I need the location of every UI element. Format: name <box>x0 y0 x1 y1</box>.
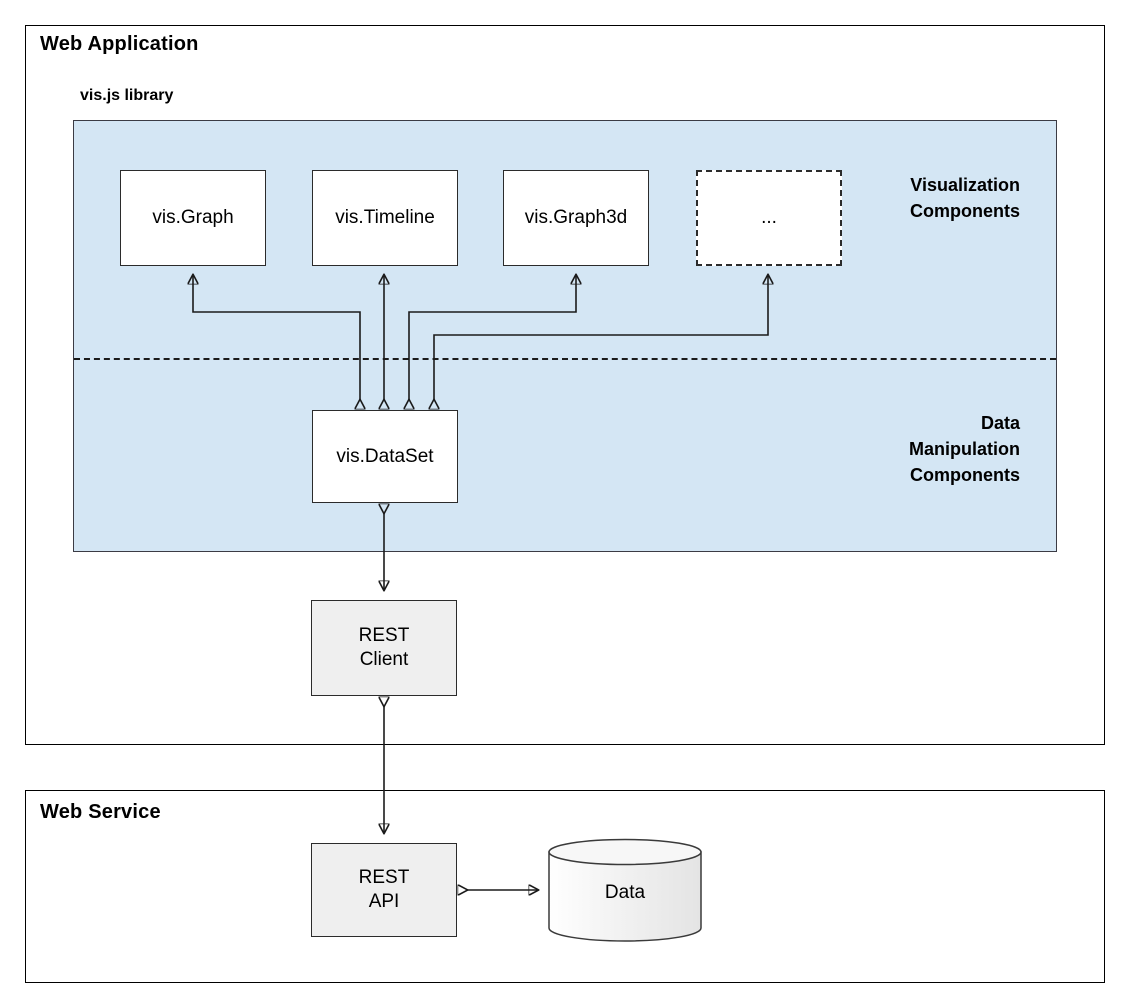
component-vis-graph[interactable]: vis.Graph <box>120 170 266 266</box>
data-manipulation-components-label: Data Manipulation Components <box>909 413 1020 486</box>
component-vis-dataset[interactable]: vis.DataSet <box>312 410 458 503</box>
component-vis-timeline[interactable]: vis.Timeline <box>312 170 458 266</box>
web-service-title: Web Service <box>40 801 161 823</box>
cylinder-shape <box>548 838 702 942</box>
component-vis-graph3d[interactable]: vis.Graph3d <box>503 170 649 266</box>
data-store-label: Data <box>604 882 646 903</box>
component-rest-api[interactable]: REST API <box>311 843 457 937</box>
component-rest-client[interactable]: REST Client <box>311 600 457 696</box>
component-vis-more[interactable]: ... <box>696 170 842 266</box>
component-data-store[interactable]: Data <box>547 838 703 942</box>
web-application-title: Web Application <box>40 33 199 55</box>
layer-divider <box>74 358 1056 360</box>
vis-js-library-title: vis.js library <box>80 87 174 104</box>
visualization-components-label: Visualization Components <box>910 175 1020 222</box>
